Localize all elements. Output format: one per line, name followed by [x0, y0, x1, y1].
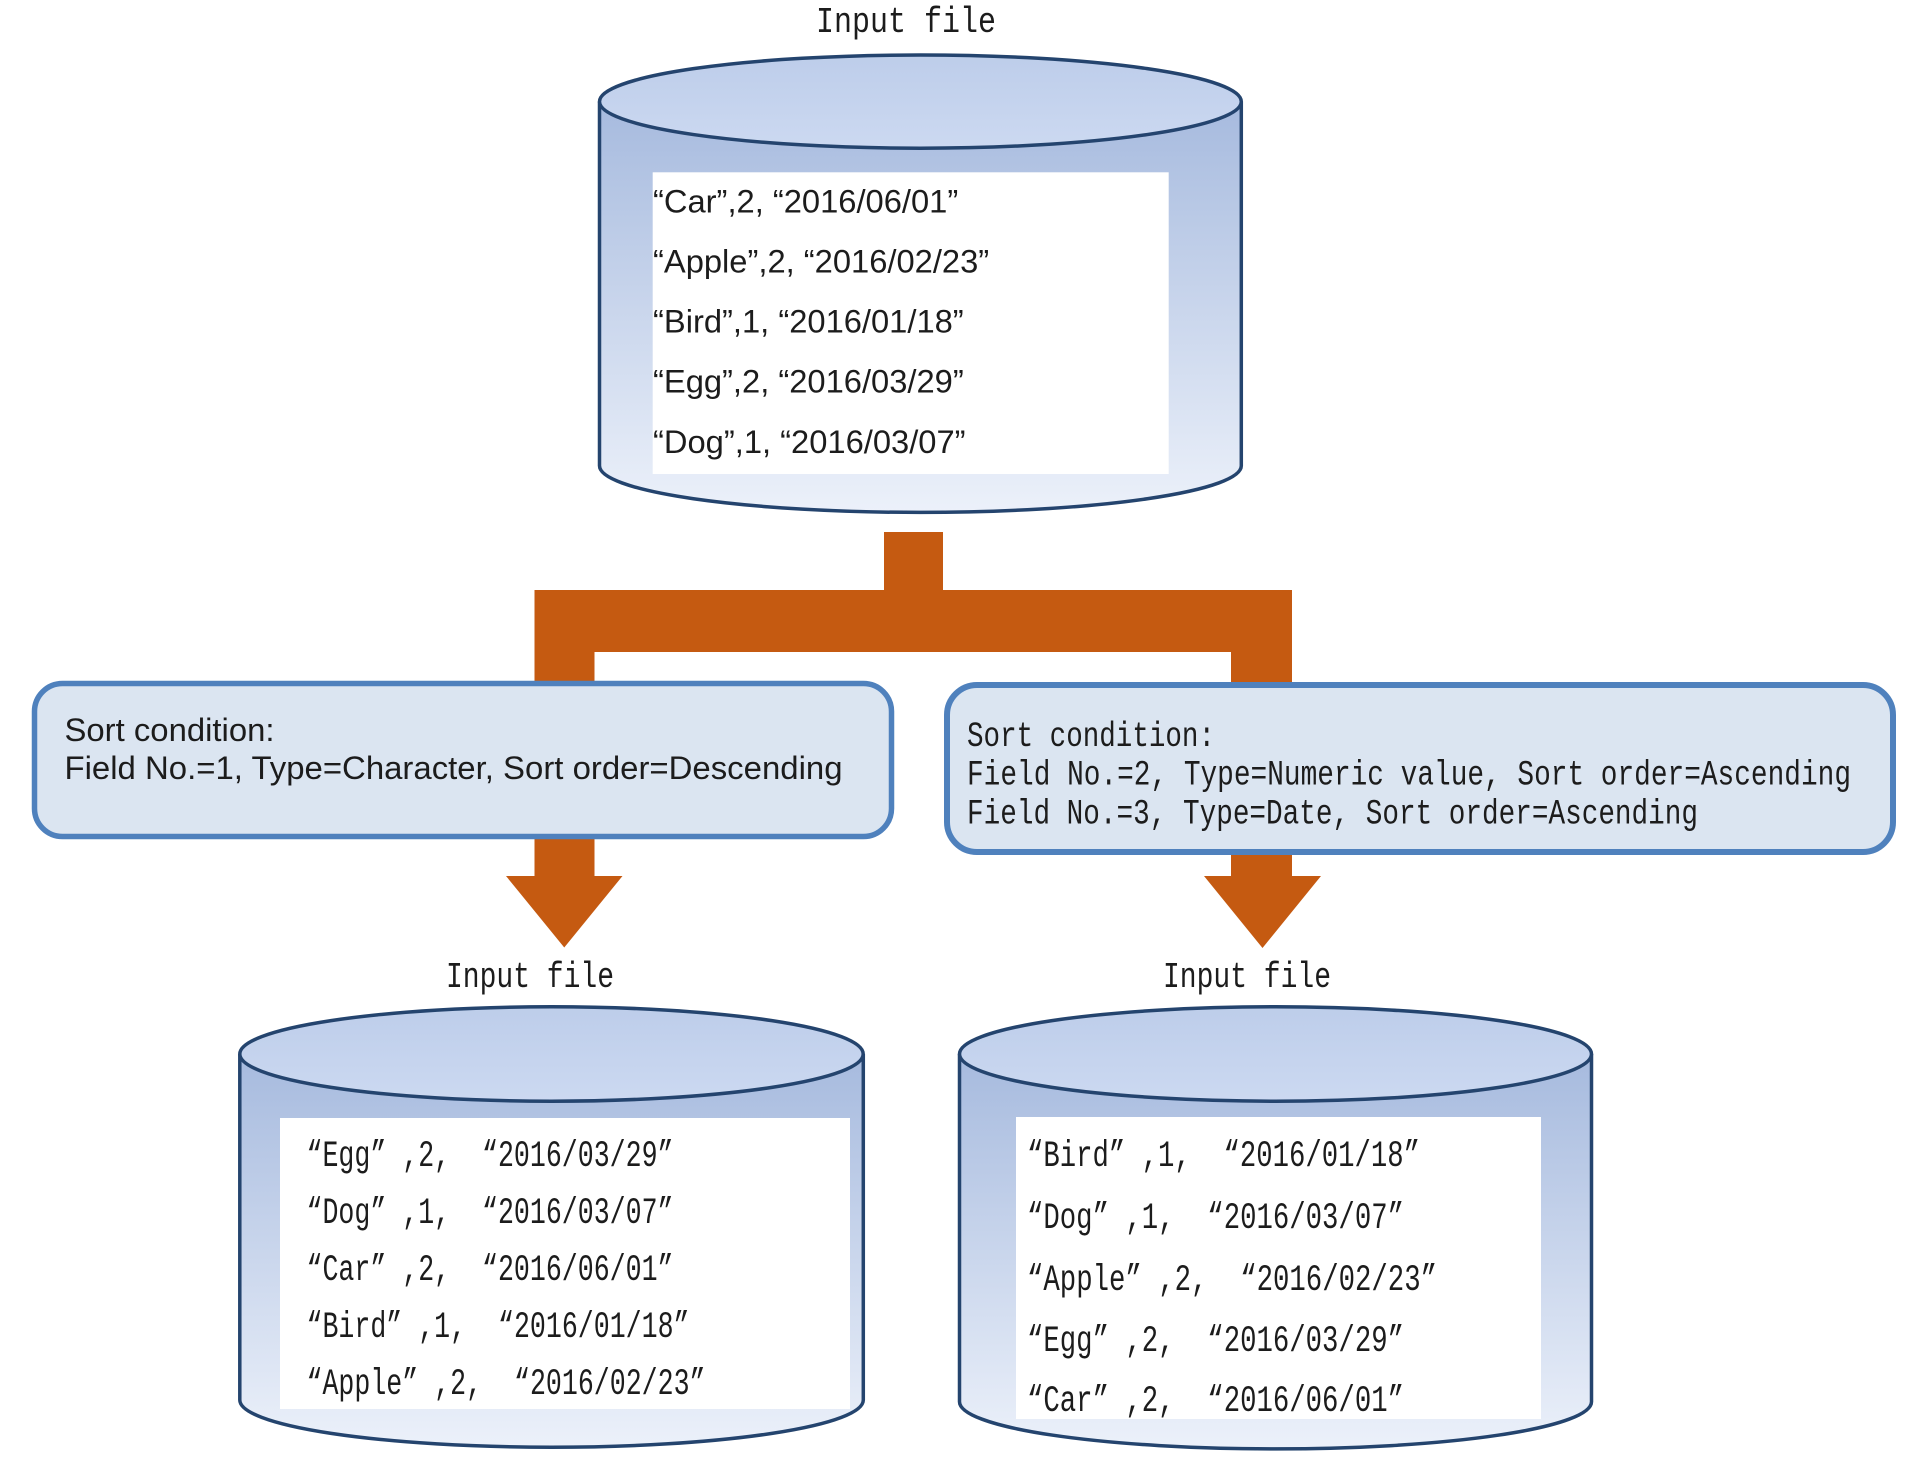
svg-text:“Egg” ,2, “2016/03/29”: “Egg” ,2, “2016/03/29” [307, 1136, 674, 1178]
svg-text:“Car” ,2, “2016/06/01”: “Car” ,2, “2016/06/01” [1027, 1381, 1404, 1423]
svg-text:Input file: Input file [816, 2, 996, 43]
svg-text:“Dog” ,1, “2016/03/07”: “Dog” ,1, “2016/03/07” [1027, 1198, 1404, 1240]
svg-text:Input file: Input file [446, 957, 614, 998]
svg-text:“Car” ,2, “2016/06/01”: “Car” ,2, “2016/06/01” [307, 1250, 674, 1292]
svg-text:“Apple” ,2, “2016/02/23”: “Apple” ,2, “2016/02/23” [1027, 1260, 1437, 1302]
svg-text:“Dog” ,1, “2016/03/07”: “Dog” ,1, “2016/03/07” [307, 1193, 674, 1235]
svg-text:“Bird” ,1, “2016/01/18”: “Bird” ,1, “2016/01/18” [1027, 1136, 1420, 1178]
svg-text:“Car”,2, “2016/06/01”: “Car”,2, “2016/06/01” [653, 182, 958, 219]
svg-text:“Egg” ,2, “2016/03/29”: “Egg” ,2, “2016/03/29” [1027, 1321, 1404, 1363]
svg-text:“Bird”,1, “2016/01/18”: “Bird”,1, “2016/01/18” [653, 303, 964, 340]
svg-text:Sort condition:: Sort condition: [967, 717, 1215, 757]
svg-text:“Apple”,2, “2016/02/23”: “Apple”,2, “2016/02/23” [653, 243, 989, 280]
svg-text:Field No.=1, Type=Character, S: Field No.=1, Type=Character, Sort order=… [65, 749, 843, 786]
svg-text:“Dog”,1, “2016/03/07”: “Dog”,1, “2016/03/07” [653, 423, 966, 460]
svg-text:Input file: Input file [1163, 957, 1331, 998]
svg-text:“Egg”,2, “2016/03/29”: “Egg”,2, “2016/03/29” [653, 363, 964, 400]
svg-text:Field No.=3, Type=Date, Sort o: Field No.=3, Type=Date, Sort order=Ascen… [967, 795, 1698, 835]
svg-text:“Bird” ,1, “2016/01/18”: “Bird” ,1, “2016/01/18” [307, 1307, 690, 1349]
svg-text:Sort condition:: Sort condition: [65, 711, 275, 748]
svg-text:“Apple” ,2, “2016/02/23”: “Apple” ,2, “2016/02/23” [307, 1364, 706, 1406]
svg-text:Field No.=2, Type=Numeric valu: Field No.=2, Type=Numeric value, Sort or… [967, 756, 1851, 796]
